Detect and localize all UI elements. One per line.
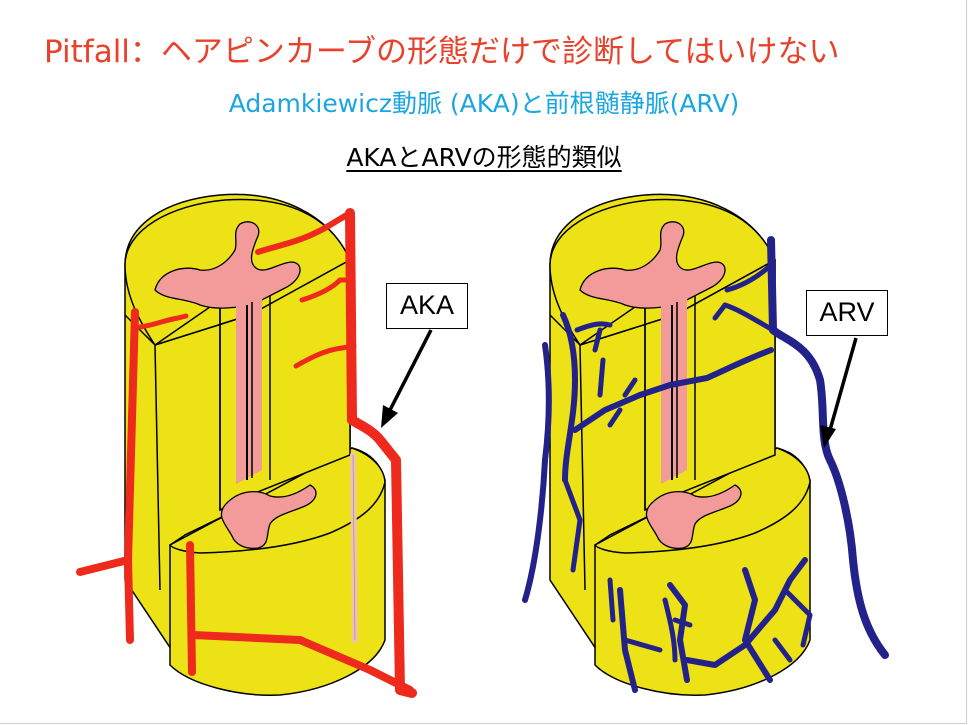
aka-arrow — [381, 329, 433, 428]
arv-arrow — [820, 337, 858, 448]
aka-artery-vessels — [76, 208, 417, 698]
slide-subtitle: Adamkiewicz動脈 (AKA)と前根髄静脈(ARV) — [228, 89, 740, 118]
aka-label: AKA — [386, 283, 468, 329]
section-heading: AKAとARVの形態的類似 — [346, 143, 622, 172]
slide-title: Pitfall：ヘアピンカーブの形態だけで診断してはいけない — [44, 34, 840, 70]
aka-cord-illustration — [76, 193, 417, 698]
arv-vein-vessels — [522, 236, 889, 693]
arv-cord-illustration — [522, 193, 889, 697]
arv-label: ARV — [806, 290, 888, 336]
